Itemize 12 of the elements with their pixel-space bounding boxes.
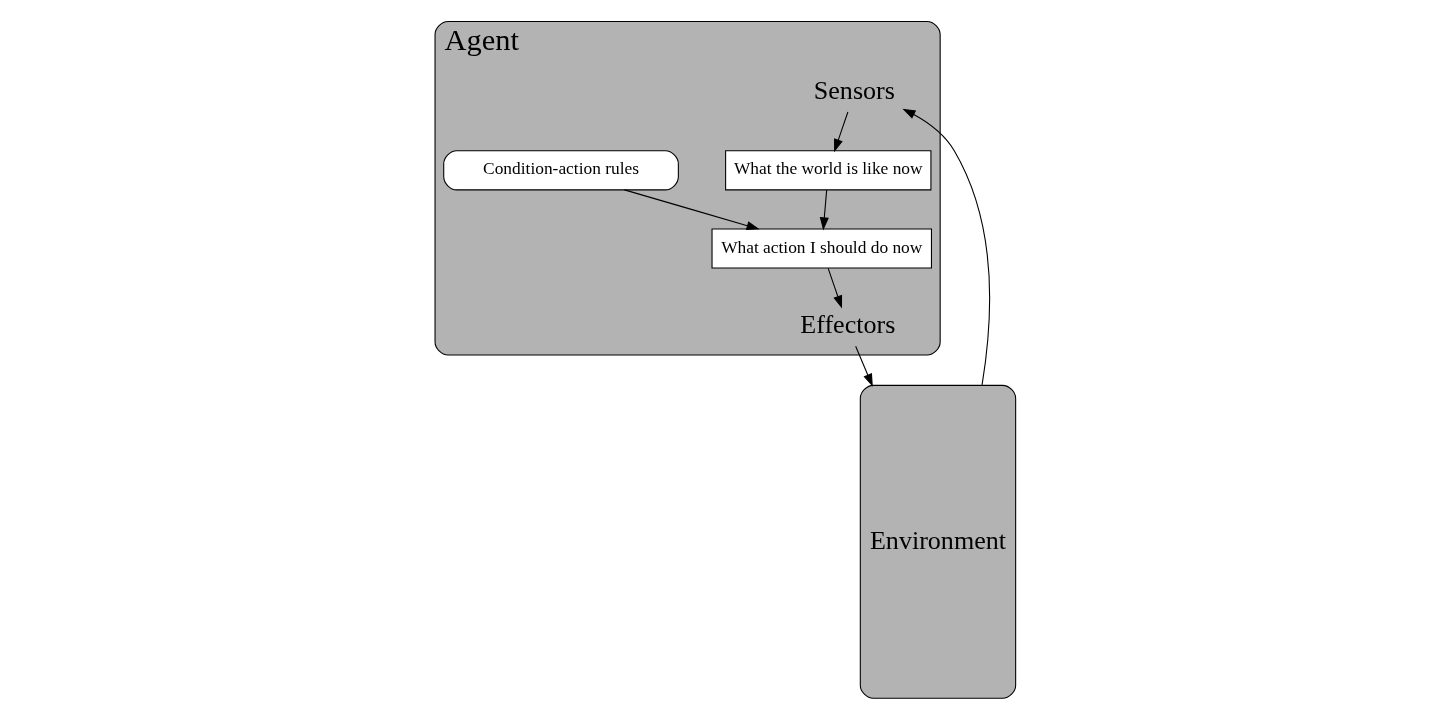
node-box: Environment [859,384,1016,699]
node-box: Condition-action rules [442,150,679,191]
arrow [854,345,873,387]
node-box: What action I should do now [711,228,932,269]
node-box: What the world is like now [724,150,931,191]
node-text: Sensors [813,75,895,105]
arrow [833,111,848,153]
arrow [819,189,829,231]
arrow [901,108,990,386]
arrow [827,267,842,309]
arrow [623,189,760,231]
node-text: Effectors [799,310,895,340]
